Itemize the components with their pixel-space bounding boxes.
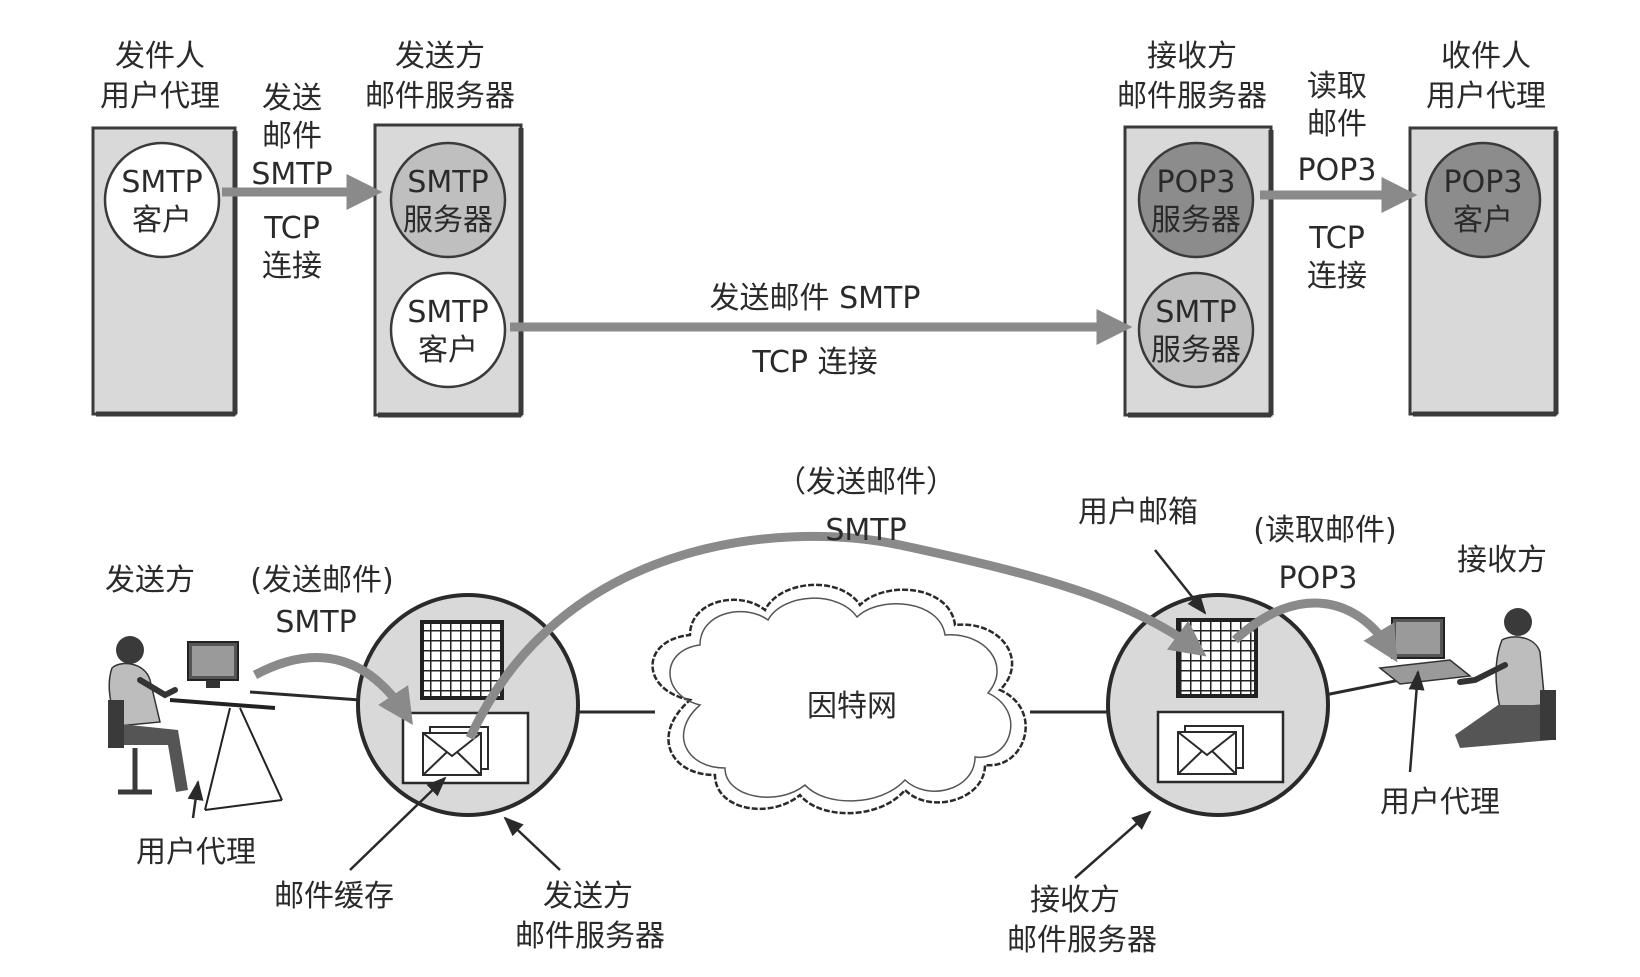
arrow1-label-4: TCP [263, 211, 320, 246]
arrow3-label-1: 读取 [1307, 69, 1367, 104]
smtp-server-1-line2: 服务器 [403, 203, 493, 238]
sender-server-title-line2: 邮件服务器 [365, 79, 515, 114]
receiver-ua-title-line1: 收件人 [1441, 39, 1531, 74]
send-smtp-top-line2: SMTP [825, 513, 906, 548]
arrow2-label-bottom: TCP 连接 [751, 345, 877, 380]
pop3-server-circle [1137, 141, 1255, 259]
smtp-client-1-line1: SMTP [121, 165, 202, 200]
pop3-client-circle [1424, 141, 1542, 259]
smtp-server-circle-1 [389, 141, 507, 259]
arrow-send-smtp-left [252, 653, 413, 726]
arrow1-label-1: 发送 [262, 81, 322, 116]
read-pop3-line2: POP3 [1279, 561, 1358, 596]
sender-server-label-line2: 邮件服务器 [515, 919, 665, 954]
mail-cache-label: 邮件缓存 [274, 879, 394, 914]
smtp-server-circle-2 [1137, 271, 1255, 389]
arrow2-label-top: 发送邮件 SMTP [710, 281, 921, 316]
sender-label: 发送方 [105, 563, 195, 598]
smtp-client-circle-2 [389, 271, 507, 389]
pop3-server-line2: 服务器 [1151, 203, 1241, 238]
arrow-read-pop3 [1231, 598, 1398, 663]
arrow3-label-5: 连接 [1307, 259, 1367, 294]
pop3-client-line2: 客户 [1453, 203, 1513, 238]
receiver-server-title-line1: 接收方 [1147, 39, 1237, 74]
pop3-server-line1: POP3 [1157, 165, 1236, 200]
pop3-client-line1: POP3 [1444, 165, 1523, 200]
internet-cloud [651, 583, 1027, 815]
send-smtp-left-line1: (发送邮件) [250, 563, 393, 598]
smtp-client-1-line2: 客户 [132, 203, 192, 238]
person-at-computer-left-icon [108, 636, 283, 811]
link-left [249, 690, 361, 702]
send-smtp-left-line2: SMTP [275, 605, 356, 640]
receiver-ua-title-line2: 用户代理 [1426, 79, 1546, 114]
receiver-server-label-line1: 接收方 [1030, 883, 1120, 918]
receiver-server-label-line2: 邮件服务器 [1007, 923, 1157, 958]
pointer-receiver-server [1074, 810, 1152, 879]
envelope-icon-right [1177, 731, 1237, 775]
smtp-client-2-line1: SMTP [407, 295, 488, 330]
sender-server-title-line1: 发送方 [395, 39, 485, 74]
arrow3-label-3: POP3 [1298, 153, 1377, 188]
arrow1-label-3: SMTP [251, 157, 332, 192]
sender-server-label-line1: 发送方 [543, 879, 633, 914]
mailbox-label: 用户邮箱 [1078, 495, 1198, 530]
envelope-icon-left [422, 732, 482, 776]
sender-ua-title-line1: 发件人 [115, 39, 205, 74]
ua-right-label: 用户代理 [1380, 785, 1500, 820]
receiver-label: 接收方 [1457, 543, 1547, 578]
smtp-server-1-line1: SMTP [407, 165, 488, 200]
pointer-sender-server [503, 816, 561, 871]
pointer-ua-left [187, 780, 204, 819]
smtp-client-2-line2: 客户 [418, 333, 478, 368]
person-at-computer-right-icon [1378, 608, 1556, 748]
sender-ua-title-line2: 用户代理 [100, 79, 220, 114]
arrow3-label-4: TCP [1308, 221, 1365, 256]
arrow-send-smtp-arc [465, 531, 1207, 740]
pointer-mail-cache [349, 776, 447, 871]
smtp-server-2-line2: 服务器 [1151, 333, 1241, 368]
send-smtp-top-line1: （发送邮件） [776, 465, 956, 500]
link-right [1324, 678, 1401, 697]
smtp-client-circle-1 [103, 141, 221, 259]
arrow3-label-2: 邮件 [1307, 107, 1367, 142]
pointer-ua-right [1408, 670, 1425, 773]
receiver-server-title-line2: 邮件服务器 [1117, 79, 1267, 114]
arrow1-label-5: 连接 [262, 249, 322, 284]
arrow1-label-2: 邮件 [262, 119, 322, 154]
smtp-server-2-line1: SMTP [1155, 295, 1236, 330]
pointer-mailbox [1154, 549, 1207, 615]
read-pop3-line1: (读取邮件) [1253, 513, 1396, 548]
mailbox-grid-left [420, 620, 504, 700]
internet-label: 因特网 [807, 689, 897, 724]
ua-left-label: 用户代理 [136, 835, 256, 870]
receiver-mail-server [1106, 593, 1330, 817]
